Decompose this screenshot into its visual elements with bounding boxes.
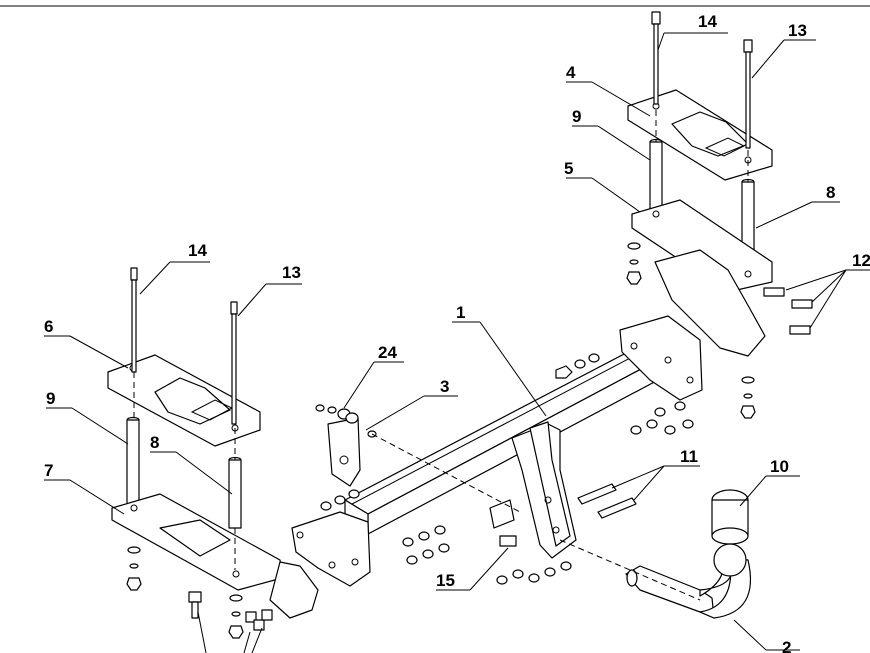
right-bolt-14: [651, 11, 661, 105]
callout-3: 3: [440, 377, 449, 396]
nut-group-bottom-center: [496, 561, 572, 585]
callout-1: 1: [456, 303, 465, 322]
nut-group-left-middle: [320, 489, 360, 511]
left-bolt-14: [130, 267, 138, 373]
callout-9-right: 9: [572, 107, 581, 126]
left-nuts-washers: [126, 546, 244, 639]
callout-2: 2: [782, 638, 791, 653]
right-side-bracket: [619, 315, 703, 401]
nut-group-lower-middle: [402, 525, 450, 565]
nut-group-right-middle: [630, 401, 694, 435]
callout-10: 10: [770, 457, 789, 476]
callout-24: 24: [378, 343, 397, 362]
callout-13-right: 13: [788, 21, 807, 40]
left-side-bracket: [291, 511, 371, 587]
right-spacer-9: [649, 138, 663, 211]
leader-lines: [44, 32, 870, 653]
callout-13-left: 13: [282, 263, 301, 282]
callout-12: 12: [852, 251, 870, 270]
hitch-bolts-11: [577, 483, 637, 519]
left-bottom-bolts: [188, 591, 273, 631]
callout-14-right: 14: [698, 12, 717, 31]
tow-ball-10: [711, 489, 749, 577]
callout-8-right: 8: [826, 183, 835, 202]
left-spacer-9: [126, 416, 140, 507]
callout-14-left: 14: [188, 241, 207, 260]
callout-15: 15: [436, 571, 455, 590]
callout-4: 4: [566, 63, 576, 82]
callout-7: 7: [44, 461, 53, 480]
callout-6: 6: [44, 317, 53, 336]
right-clamp-plate-4: [627, 89, 773, 181]
hitch-mount-plate: [511, 421, 577, 559]
right-lower-bracket-5: [631, 199, 773, 357]
left-lower-bracket-7: [111, 493, 319, 619]
clip-plate-15: [489, 499, 517, 547]
right-nuts-washers: [626, 242, 756, 419]
callout-8-left: 8: [150, 433, 159, 452]
socket-bracket-3: [327, 417, 361, 487]
right-bolt-13: [743, 39, 753, 149]
callout-9-left: 9: [46, 389, 55, 408]
callout-5: 5: [564, 159, 573, 178]
right-bolts-12: [763, 287, 813, 335]
left-clamp-plate-6: [107, 354, 261, 447]
callout-11: 11: [680, 447, 698, 466]
left-bolt-13: [230, 301, 238, 425]
nut-group-upper-middle: [555, 353, 600, 379]
